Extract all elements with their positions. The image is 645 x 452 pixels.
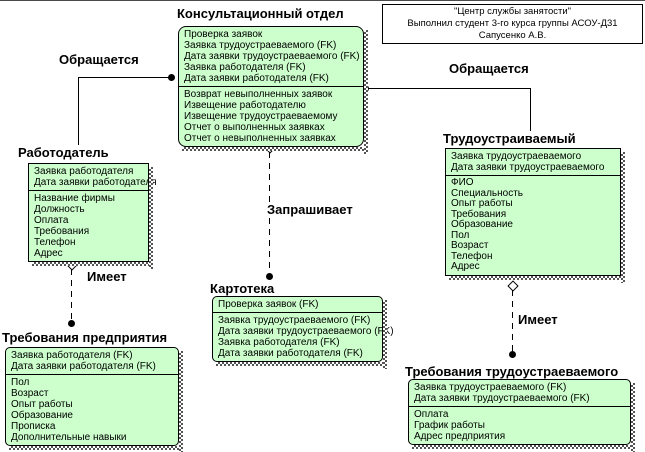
- endpoint-dot: [509, 351, 516, 358]
- attr-section: Название фирмы Должность Оплата Требован…: [29, 190, 148, 261]
- attribute-row[interactable]: Дата заявки трудоустраеваемого (FK): [184, 51, 360, 62]
- note-line: Сапусенко А.В.: [478, 30, 547, 41]
- attribute-row[interactable]: Дата заявки трудоустраеваемого (FK): [414, 393, 590, 404]
- entity-title[interactable]: Требования трудоустраеваемого: [405, 364, 619, 379]
- entity-box[interactable]: Проверка заявок (FK) Заявка трудоустраев…: [212, 296, 394, 369]
- attribute-row[interactable]: Заявка трудоустраеваемого (FK): [184, 40, 337, 51]
- attribute-row[interactable]: Оплата: [34, 215, 69, 226]
- attribute-row[interactable]: Возраст: [11, 388, 49, 399]
- attribute-row[interactable]: Прописка: [11, 421, 56, 432]
- attribute-row[interactable]: Заявка работодателя: [34, 166, 134, 177]
- key-section: Проверка заявок Заявка трудоустраеваемог…: [179, 27, 363, 86]
- key-section: Заявка работодателя (FK) Дата заявки раб…: [6, 348, 178, 374]
- attribute-row[interactable]: Дополнительные навыки: [11, 432, 127, 443]
- attribute-row[interactable]: Оплата: [414, 409, 449, 420]
- relationship-line-jobseeker-applies[interactable]: [366, 88, 530, 89]
- attribute-row[interactable]: Требования: [451, 208, 507, 220]
- attribute-row[interactable]: Образование: [11, 410, 73, 421]
- attribute-row[interactable]: Требования: [34, 226, 90, 237]
- endpoint-dot: [168, 74, 175, 81]
- attribute-row[interactable]: Проверка заявок: [184, 29, 263, 40]
- attribute-row[interactable]: Заявка работодателя (FK): [184, 62, 306, 73]
- annotation-note[interactable]: "Центр службы занятости" Выполнил студен…: [382, 4, 643, 44]
- relationship-line-employer-applies[interactable]: [78, 77, 174, 78]
- relationship-line-employer-has[interactable]: [71, 269, 72, 320]
- attribute-row[interactable]: Адрес: [34, 248, 63, 259]
- endpoint-dot: [266, 273, 273, 280]
- attribute-row[interactable]: Дата заявки работодателя (FK): [11, 361, 156, 372]
- relationship-label-employer-applies[interactable]: Обращается: [58, 52, 140, 67]
- entity-box[interactable]: Проверка заявок Заявка трудоустраеваемог…: [178, 26, 368, 154]
- entity-box[interactable]: Заявка трудоустраеваемого Дата заявки тр…: [445, 148, 625, 282]
- key-section: Проверка заявок (FK): [213, 297, 382, 312]
- attribute-row[interactable]: Телефон: [451, 250, 493, 262]
- attr-section: Возврат невыполненных заявок Извещение р…: [179, 86, 363, 146]
- endpoint-diamond: [507, 280, 519, 292]
- attribute-row[interactable]: Возраст: [451, 240, 489, 251]
- attribute-row[interactable]: Отчет о невыполненных заявках: [184, 133, 336, 144]
- attr-section: ФИО Специальность Опыт работы Требования…: [446, 175, 620, 275]
- attribute-row[interactable]: Пол: [451, 229, 470, 241]
- attribute-row[interactable]: Опыт работы: [451, 198, 513, 209]
- attribute-row[interactable]: Специальность: [451, 187, 523, 199]
- entity-title[interactable]: Требования предприятия: [2, 330, 168, 345]
- entity-title[interactable]: Трудоустраиваемый: [443, 131, 576, 146]
- attribute-row[interactable]: Дата заявки трудоустраеваемого: [451, 162, 605, 173]
- relationship-line-jobseeker-applies[interactable]: [530, 88, 531, 131]
- relationship-label-jobseeker-applies[interactable]: Обращается: [448, 61, 530, 76]
- attribute-row[interactable]: Возврат невыполненных заявок: [184, 89, 333, 100]
- relationship-label-employer-has[interactable]: Имеет: [86, 269, 128, 284]
- attribute-row[interactable]: Адрес предприятия: [414, 431, 506, 442]
- relationship-label-requests[interactable]: Запрашивает: [266, 202, 354, 217]
- attribute-row[interactable]: Дата заявки трудоустраеваемого (FK): [218, 326, 394, 337]
- attribute-row[interactable]: Дата заявки работодателя: [34, 177, 157, 188]
- attribute-row[interactable]: Заявка работодателя (FK): [218, 337, 340, 348]
- attribute-row[interactable]: Образование: [451, 219, 513, 230]
- attribute-row[interactable]: Пол: [11, 377, 30, 388]
- note-line: "Центр службы занятости": [453, 6, 572, 17]
- attribute-row[interactable]: Заявка трудоустраеваемого (FK): [218, 315, 371, 326]
- endpoint-dot: [68, 320, 75, 327]
- attribute-row[interactable]: Дата заявки работодателя (FK): [184, 73, 329, 84]
- key-section: Заявка трудоустраеваемого (FK) Дата заяв…: [409, 380, 630, 406]
- entity-title[interactable]: Консультационный отдел: [177, 6, 344, 21]
- attr-section: Пол Возраст Опыт работы Образование Проп…: [6, 374, 178, 445]
- attr-section: Оплата График работы Адрес предприятия: [409, 406, 630, 444]
- attribute-row[interactable]: Название фирмы: [34, 193, 115, 204]
- entity-title[interactable]: Работодатель: [18, 145, 109, 160]
- attribute-row[interactable]: Отчет о выполненных заявках: [184, 122, 325, 133]
- attribute-row[interactable]: График работы: [414, 420, 485, 431]
- relationship-label-jobseeker-has[interactable]: Имеет: [517, 312, 559, 327]
- relationship-line-jobseeker-has[interactable]: [512, 290, 513, 351]
- attribute-row[interactable]: Должность: [34, 204, 85, 215]
- relationship-line-employer-applies[interactable]: [78, 77, 79, 145]
- entity-box[interactable]: Заявка работодателя (FK) Дата заявки раб…: [5, 347, 183, 452]
- attribute-row[interactable]: Телефон: [34, 237, 76, 248]
- entity-title[interactable]: Картотека: [210, 281, 275, 296]
- attribute-row[interactable]: ФИО: [451, 177, 474, 188]
- note-line: Выполнил студент 3-го курса группы АСОУ-…: [407, 18, 618, 29]
- attribute-row[interactable]: Заявка трудоустраеваемого: [451, 151, 582, 162]
- attribute-row[interactable]: Заявка трудоустраеваемого (FK): [414, 382, 567, 393]
- attribute-row[interactable]: Адрес: [451, 261, 480, 272]
- key-section: Заявка работодателя Дата заявки работода…: [29, 164, 157, 190]
- attribute-row[interactable]: Извещение трудоустраеваемому: [184, 111, 338, 122]
- attribute-row[interactable]: Заявка работодателя (FK): [11, 350, 133, 361]
- attr-section: Заявка трудоустраеваемого (FK) Дата заяв…: [213, 312, 394, 361]
- attribute-row[interactable]: Проверка заявок (FK): [218, 299, 319, 310]
- entity-box[interactable]: Заявка работодателя Дата заявки работода…: [28, 163, 157, 269]
- entity-box[interactable]: Заявка трудоустраеваемого (FK) Дата заяв…: [408, 379, 635, 452]
- key-section: Заявка трудоустраеваемого Дата заявки тр…: [446, 149, 620, 175]
- attribute-row[interactable]: Дата заявки работодателя (FK): [218, 348, 363, 359]
- attribute-row[interactable]: Извещение работодателю: [184, 100, 306, 111]
- attribute-row[interactable]: Опыт работы: [11, 399, 73, 410]
